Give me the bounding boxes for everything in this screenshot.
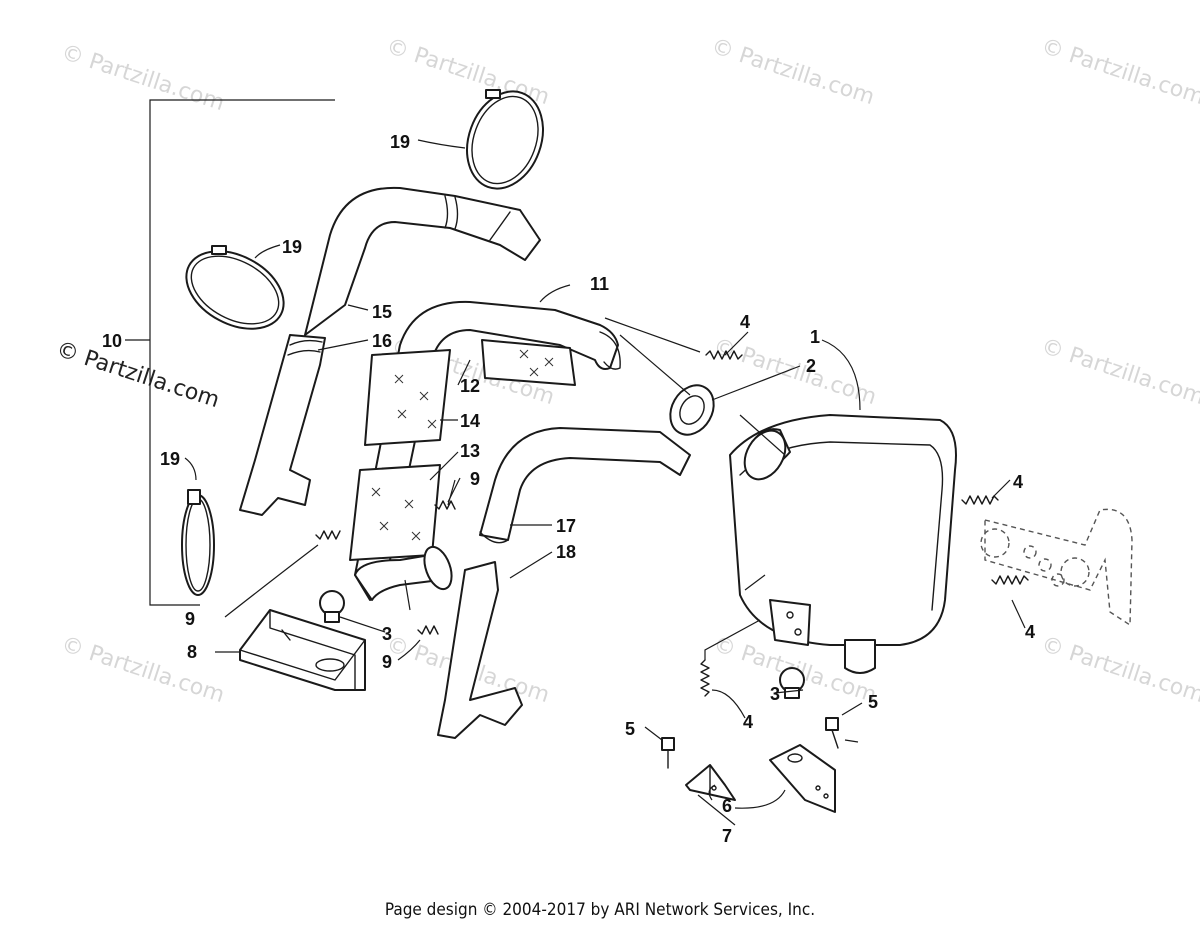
watermark-label: © Partzilla.com <box>53 337 222 413</box>
heat-shield-13 <box>349 464 441 561</box>
callout-3: 3 <box>382 624 392 644</box>
clamp-top <box>466 89 544 190</box>
heat-shield-12 <box>481 339 576 386</box>
callout-14: 14 <box>460 411 480 431</box>
heat-shield-14 <box>364 349 451 446</box>
spring-9-lower <box>417 625 439 635</box>
callout-8: 8 <box>187 642 197 662</box>
callout-2: 2 <box>806 356 816 376</box>
muffler-bracket-right <box>980 508 1133 627</box>
pipe-11-flange <box>599 331 621 370</box>
callout-18: 18 <box>556 542 576 562</box>
spring-4-right-lower <box>991 575 1029 585</box>
callout-4: 4 <box>1013 472 1023 492</box>
watermark: © Partzilla.com <box>1038 34 1200 110</box>
pipe-16-coupling <box>287 339 323 356</box>
pipe-16 <box>239 334 326 516</box>
gasket-2 <box>669 384 715 436</box>
watermark: © Partzilla.com <box>58 632 227 708</box>
callouts: 19 19 19 10 15 16 11 12 14 13 9 17 18 4 … <box>102 132 1035 846</box>
pipe-outlet-flange <box>423 545 453 591</box>
spring-4-top <box>705 350 743 360</box>
spring-4-right-upper <box>961 495 999 505</box>
callout-9: 9 <box>185 609 195 629</box>
callout-3: 3 <box>770 684 780 704</box>
callout-15: 15 <box>372 302 392 322</box>
spring-4-bottom <box>700 659 710 697</box>
bracket-8 <box>239 609 366 691</box>
pipe-17 <box>479 427 691 541</box>
callout-1: 1 <box>810 327 820 347</box>
callout-7: 7 <box>722 826 732 846</box>
heat-shield-12-pattern <box>519 349 554 377</box>
callout-4: 4 <box>743 712 753 732</box>
bolt-5-right <box>825 717 839 749</box>
bolt-5-left <box>661 737 675 769</box>
callout-19: 19 <box>282 237 302 257</box>
spring-9-upper <box>434 500 456 510</box>
mount-bracket-left <box>685 764 736 801</box>
clamp-middle <box>185 245 285 330</box>
callout-11: 11 <box>590 274 609 294</box>
pipe-15-edge <box>489 211 511 241</box>
watermark: © Partzilla.com <box>708 34 877 110</box>
muffler-1 <box>729 414 957 674</box>
callout-10: 10 <box>102 331 122 351</box>
callout-9: 9 <box>382 652 392 672</box>
pipe-15-coupling <box>444 195 459 230</box>
callout-9: 9 <box>470 469 480 489</box>
watermark: © Partzilla.com <box>1038 632 1200 708</box>
pipe-15 <box>304 186 541 336</box>
copyright-footer: Page design © 2004-2017 by ARI Network S… <box>384 900 816 920</box>
watermark: © Partzilla.com <box>58 40 227 116</box>
grommet-3-left <box>319 590 345 623</box>
heat-shield-14-pattern <box>394 374 437 429</box>
callout-16: 16 <box>372 331 392 351</box>
callout-17: 17 <box>556 516 576 536</box>
callout-19: 19 <box>390 132 410 152</box>
callout-5: 5 <box>625 719 635 739</box>
heat-shield-13-pattern <box>371 487 421 541</box>
assembly-bracket <box>149 99 335 606</box>
callout-19: 19 <box>160 449 180 469</box>
spring-9-left <box>315 530 341 540</box>
grommet-3-right <box>779 667 805 699</box>
callout-5: 5 <box>868 692 878 712</box>
heat-shield-18 <box>437 561 523 739</box>
callout-13: 13 <box>460 441 480 461</box>
mount-bracket-right <box>769 744 836 813</box>
callout-6: 6 <box>722 796 732 816</box>
clamp-lower <box>181 489 215 596</box>
callout-4: 4 <box>740 312 750 332</box>
watermark: © Partzilla.com <box>1038 334 1200 410</box>
watermarks: © Partzilla.com © Partzilla.com © Partzi… <box>53 34 1200 708</box>
pipe-17-end <box>479 531 509 544</box>
callout-12: 12 <box>460 376 480 396</box>
callout-4: 4 <box>1025 622 1035 642</box>
leader-lines <box>184 139 1026 826</box>
